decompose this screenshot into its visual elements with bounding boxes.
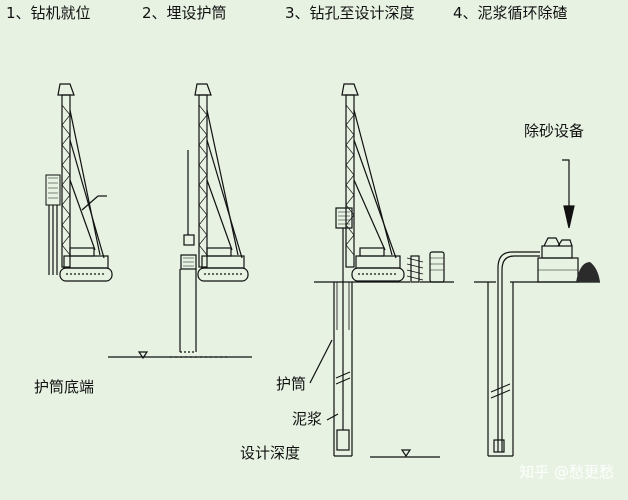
drilling-rig-1 — [45, 83, 113, 282]
water-level-2 — [108, 351, 252, 360]
label-design-depth: 设计深度 — [240, 444, 301, 462]
drilling-rig-3 — [309, 83, 454, 457]
mud-circulation-setup — [474, 159, 600, 457]
step-1-title: 1、钻机就位 — [6, 4, 91, 22]
step-3-title: 3、钻孔至设计深度 — [285, 4, 415, 22]
auger-tools — [406, 251, 445, 283]
label-casing: 护筒 — [276, 375, 307, 393]
label-mud: 泥浆 — [292, 410, 323, 428]
water-level-3 — [370, 449, 440, 458]
step-4-title: 4、泥浆循环除碴 — [453, 4, 568, 22]
drilling-rig-2 — [179, 83, 249, 353]
label-desanding-equipment: 除砂设备 — [524, 122, 585, 140]
label-casing-bottom: 护筒底端 — [34, 378, 95, 396]
step-2-title: 2、埋设护筒 — [142, 4, 227, 22]
watermark: 知乎 @愁更愁 — [519, 463, 614, 481]
